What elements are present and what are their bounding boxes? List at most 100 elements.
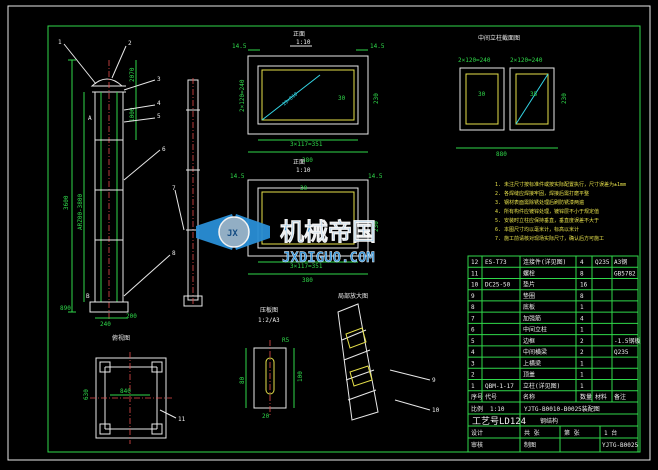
note-4: 4. 所有构件应镀锌处理，镀锌层不小于规定值: [495, 208, 599, 215]
callout-7: 7: [172, 185, 176, 192]
tb-sheet-no: 第 张: [564, 429, 580, 437]
bom-cell-code: QBM-1-17: [485, 383, 514, 390]
press-plate: 压板图 1:2/A3 80 100 R5 20: [239, 306, 304, 420]
bom-cell-name: 底板: [523, 303, 535, 311]
bom-cell-name: 上横梁: [523, 359, 541, 367]
callout-9: 9: [432, 377, 436, 384]
letter-b: B: [86, 293, 90, 300]
callout-2: 2: [128, 40, 132, 47]
watermark-gear-icon: [218, 216, 250, 248]
callout-3: 3: [157, 76, 161, 83]
bom-cell-no: 6: [471, 327, 475, 334]
bom-cell-qty: 数量: [580, 393, 592, 401]
window-top: 正面 1:10 14.5 14.5 3×117=351 380 2×120=24…: [232, 31, 385, 164]
callout-5: 5: [157, 113, 161, 120]
bom-cell-no: 12: [471, 259, 479, 266]
press-plate-title: 压板图: [260, 306, 278, 314]
window-mid: 正面 1:10 14.5 14.5 3×117=351 380 230 30: [230, 159, 383, 284]
bom-cell-name: 立柱(详见图): [523, 382, 560, 390]
section-title: 中间立柱截面图: [478, 34, 520, 42]
bom-cell-qty: 1: [580, 327, 584, 334]
window-mid-title: 正面: [293, 159, 305, 166]
note-2: 2. 各焊缝应焊接牢固，焊接后需打磨平整: [495, 190, 589, 197]
wm-dim-b: 30: [300, 185, 308, 192]
bom-cell-no: 7: [471, 315, 475, 322]
dim-top: 2070: [129, 67, 136, 82]
svg-text:JX: JX: [227, 229, 238, 239]
bom-cell-no: 3: [471, 360, 475, 367]
tb-scale: 1:10: [490, 406, 505, 413]
wm-dim-h: 230: [373, 221, 380, 232]
bom-cell-name: 垫片: [523, 281, 535, 289]
bom-cell-qty: 1: [580, 372, 584, 379]
bom-cell-code: DC25-50: [485, 282, 511, 289]
wt-dim-inner-h: 2×120=240: [239, 79, 246, 112]
bom-cell-note: -1.5钢板: [614, 337, 640, 345]
note-7: 7. 施工前请核对现场实际尺寸，确认后方可施工: [495, 235, 604, 242]
pp-dim-a: R5: [282, 337, 290, 344]
bom-cell-name: 中间立柱: [523, 326, 547, 334]
bom-cell-qty: 1: [580, 304, 584, 311]
dim-mid: 1000: [129, 107, 136, 122]
bom-cell-qty: 16: [580, 282, 588, 289]
tb-scale-label: 比例: [471, 405, 483, 413]
note-6: 6. 本图尺寸均以毫米计，标高以米计: [495, 226, 579, 233]
wt-dim-overall-w: 380: [302, 157, 313, 164]
bom-cell-name: 顶盖: [523, 371, 535, 379]
tb-code: YJTG-B0025: [602, 442, 639, 449]
dim-bottom: 890: [60, 305, 71, 312]
tb-sheet: 共 张: [524, 429, 540, 437]
bom-cell-no: 9: [471, 293, 475, 300]
bom-cell-no: 序号: [471, 393, 483, 401]
pp-dim-b: 20: [262, 413, 270, 420]
callout-11: 11: [178, 416, 186, 423]
bom-cell-qty: 4: [580, 259, 584, 266]
bom-cell-note: A3钢: [614, 258, 627, 266]
bom-cell-mat: Q235: [595, 259, 610, 266]
wt-dim-diag: 19×810: [281, 91, 299, 107]
bom-cell-qty: 4: [580, 315, 584, 322]
section-top-right: 中间立柱截面图 2×120=240 2×120=240 880 230 30 3…: [456, 34, 568, 158]
bom-cell-note: 备注: [614, 393, 626, 401]
tb-drawing: YJTG-B0010-B0025装配图: [524, 405, 600, 413]
window-top-outer: [247, 55, 369, 135]
title-block: 比例 1:10 YJTG-B0010-B0025装配图 工艺号LD124 钢结构…: [467, 401, 639, 453]
tb-design: 设计: [471, 429, 483, 437]
side-pole: [183, 78, 203, 307]
pole-base: [89, 301, 129, 313]
bom-cell-name: 中间横梁: [523, 348, 547, 356]
bom-cell-name: 螺栓: [523, 269, 535, 277]
main-view: 3600 ARZ00-3800 2070 1000 890 240 200 A …: [60, 59, 137, 328]
window-top-scale: 1:10: [296, 39, 311, 46]
sec-dim-a: 2×120=240: [458, 57, 491, 64]
pole-cap: [90, 78, 124, 87]
outer-frame: [7, 5, 651, 461]
sec-dim-b: 2×120=240: [510, 57, 543, 64]
wt-dim-h: 230: [373, 93, 380, 104]
tv-dim-h: 630: [83, 389, 90, 400]
bom-cell-name: 连接件(详见图): [523, 258, 566, 266]
tb-project: 工艺号LD124: [472, 416, 526, 427]
bom-cell-mat: 材料: [595, 393, 607, 401]
top-view: 俯视图 840 630: [83, 334, 172, 444]
wm-dim-overall-w: 380: [302, 277, 313, 284]
sec-dim-h: 230: [561, 93, 568, 104]
bom-cell-no: 8: [471, 304, 475, 311]
wm-dim-inner-w: 3×117=351: [290, 263, 323, 270]
wt-dim-inner-w: 3×117=351: [290, 141, 323, 148]
window-top-title: 正面: [293, 31, 305, 38]
dim-inner: ARZ00-3800: [77, 193, 84, 230]
top-view-title: 俯视图: [112, 334, 130, 342]
dim-total-height: 3600: [63, 195, 70, 210]
bom-cell-qty: 2: [580, 338, 584, 345]
dim-width: 240: [100, 321, 111, 328]
watermark-en: JXDIGUO.COM: [282, 250, 375, 266]
bom-cell-no: 2: [471, 372, 475, 379]
bom-cell-name: 名称: [523, 393, 535, 401]
tb-total: 1 台: [604, 429, 617, 437]
bom-cell-qty: 1: [580, 360, 584, 367]
